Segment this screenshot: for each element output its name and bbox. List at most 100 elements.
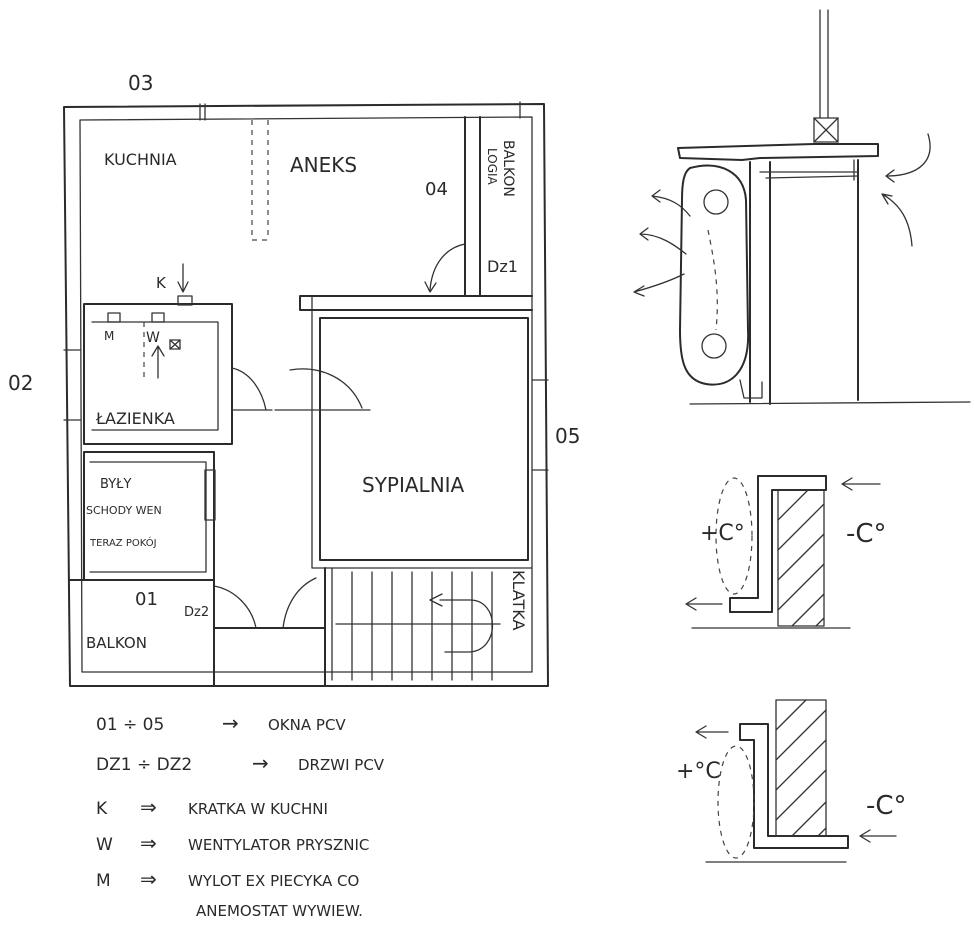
cold-in-arrow-middle (841, 477, 881, 491)
window-02-mark (63, 349, 81, 421)
vent-box-x (813, 117, 839, 143)
section-middle (685, 475, 881, 629)
floor-plan (63, 101, 549, 687)
label-annex: ANEKS (290, 153, 357, 177)
stairwell-steps (331, 567, 501, 681)
bedroom-left-wall (311, 295, 533, 569)
former-stair-door (204, 469, 216, 521)
wall-inner-line (759, 159, 859, 181)
balcony-wall (69, 579, 215, 687)
wall-hatched-bottom (775, 699, 827, 837)
bedroom-top-wall (299, 295, 533, 311)
legend-desc-2: DRZWI PCV (298, 756, 385, 774)
label-door-21: Dz1 (487, 257, 518, 276)
outer-wall-inner (79, 116, 533, 673)
legend-key-2: DZ1 ÷ DZ2 (96, 755, 192, 775)
hatch-bottom (775, 699, 827, 837)
legend-key-5: M (96, 871, 111, 891)
out-arrow-middle (685, 597, 723, 611)
legend-arrow-2: → (252, 751, 269, 775)
window-section-top (633, 9, 971, 405)
label-cold-middle: -C° (846, 519, 887, 549)
cold-in-arrow-bottom (859, 829, 897, 843)
legend-key-1: 01 ÷ 05 (96, 715, 164, 735)
label-warm-bottom: +°C (676, 759, 721, 784)
fan-box-icon (169, 339, 181, 350)
warm-air-arrow-3 (633, 273, 685, 297)
window-sill (677, 143, 879, 161)
loggia-door-arc (429, 243, 466, 291)
legend-desc-6: ANEMOSTAT WYWIEW. (196, 902, 363, 920)
sill-middle (729, 475, 827, 613)
radiator (679, 164, 750, 386)
label-former-stair-2: SCHODY WEN (86, 504, 162, 517)
label-marker-w: W (146, 330, 160, 346)
label-window-05: 05 (555, 424, 580, 448)
warm-air-arrow-1 (651, 189, 691, 217)
warm-air-zone-bottom (717, 745, 755, 859)
legend-arrow-5: ⇒ (140, 867, 157, 891)
legend-arrow-3: ⇒ (140, 795, 157, 819)
legend-desc-1: OKNA PCV (268, 716, 346, 734)
window-05-mark (531, 379, 549, 471)
label-loggia-1: BALKON (500, 140, 516, 197)
label-stairwell: KLATKA (509, 570, 528, 630)
legend-key-4: W (96, 835, 113, 855)
vertical-pipe (819, 9, 829, 119)
fan-box-x (169, 339, 181, 350)
lower-corridor-wall (213, 567, 326, 687)
radiator-knob-bottom (701, 333, 727, 359)
bathroom-marker-w (151, 312, 165, 323)
bathroom-marker-m (107, 312, 121, 323)
label-warm-middle: +C° (700, 521, 745, 546)
legend-desc-5: WYLOT EX PIECYKA CO (188, 872, 359, 890)
wall-hatched-middle (777, 489, 825, 627)
radiator-airflow-dashed (707, 229, 718, 331)
warm-air-arrow-2 (639, 227, 687, 255)
legend-key-3: K (96, 799, 108, 819)
bedroom-door-arc (274, 368, 371, 411)
stair-door-arc (282, 577, 317, 629)
legend-arrow-4: ⇒ (140, 831, 157, 855)
label-window-03: 03 (128, 71, 153, 95)
vent-box-icon (813, 117, 839, 143)
wall-section (749, 159, 859, 405)
legend-desc-3: KRATKA W KUCHNI (188, 800, 328, 818)
section-bottom (695, 699, 897, 863)
bathroom-wall (83, 303, 233, 445)
window-03-mark (199, 101, 521, 121)
label-cold-bottom: -C° (866, 791, 907, 821)
loggia-arrowhead (424, 281, 437, 293)
legend-desc-4: WENTYLATOR PRYSZNIC (188, 836, 369, 854)
outer-wall-outer (63, 103, 549, 687)
kitchen-grill-k (177, 295, 193, 306)
balcony-door-arc (213, 585, 257, 629)
label-marker-k: K (156, 274, 167, 292)
label-window-02: 02 (8, 371, 33, 395)
legend: 01 ÷ 05 → OKNA PCV DZ1 ÷ DZ2 → DRZWI PCV… (96, 711, 385, 920)
label-former-stair-3: TERAZ POKÓJ (89, 536, 157, 549)
label-balcony: BALKON (86, 634, 147, 652)
stairwell-direction-arrow (429, 593, 493, 653)
label-former-stair-1: BYŁY (100, 477, 131, 492)
bedroom-wall (319, 317, 529, 561)
k-down-arrow (177, 263, 189, 293)
label-door-22: Dz2 (184, 605, 209, 620)
out-arrow-bottom (695, 725, 729, 739)
hatch-middle (777, 489, 825, 627)
radiator-knob-top (703, 189, 729, 215)
label-bedroom: SYPIALNIA (362, 473, 465, 497)
label-window-01: 01 (135, 589, 158, 610)
shower-arrow (151, 345, 165, 379)
sill-bottom (739, 723, 849, 849)
label-window-04: 04 (425, 179, 448, 200)
label-bathroom: ŁAZIENKA (95, 409, 175, 428)
warm-air-zone-middle (715, 477, 753, 595)
cold-air-arrow-2 (881, 193, 913, 247)
former-stair-inner (89, 461, 207, 573)
label-marker-m: M (104, 329, 114, 343)
radiator-valve (739, 379, 763, 399)
floor-line (689, 401, 971, 405)
bathroom-door-arc (231, 367, 273, 411)
